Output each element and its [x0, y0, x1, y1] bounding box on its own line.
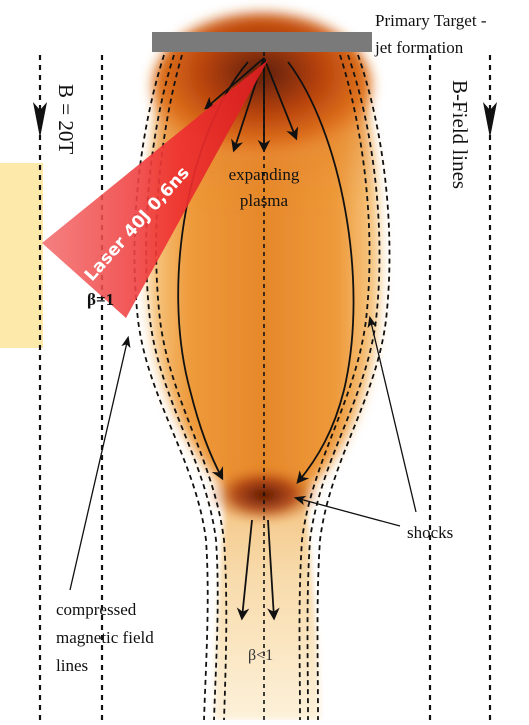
primary-target-label: Primary Target -	[375, 11, 487, 30]
shocks-pointer-2	[370, 318, 416, 512]
beta-less-one-label: β<1	[248, 647, 273, 664]
compressed-pointer	[70, 338, 128, 590]
jet-formation-label: jet formation	[374, 38, 464, 57]
beta-one-label: β=1	[87, 290, 114, 309]
shocks-label: shocks	[407, 523, 453, 542]
expanding-plasma-label-2: plasma	[240, 191, 289, 210]
compressed-label-3: lines	[56, 656, 88, 675]
b-field-strength-label: B = 20T	[54, 84, 78, 154]
side-panel-box	[0, 163, 43, 348]
b-field-lines-label: B-Field lines	[448, 80, 472, 189]
primary-target-bar	[152, 32, 372, 52]
compressed-label-2: magnetic field	[56, 628, 154, 647]
expanding-plasma-label-1: expanding	[229, 165, 300, 184]
compressed-label-1: compressed	[56, 600, 137, 619]
